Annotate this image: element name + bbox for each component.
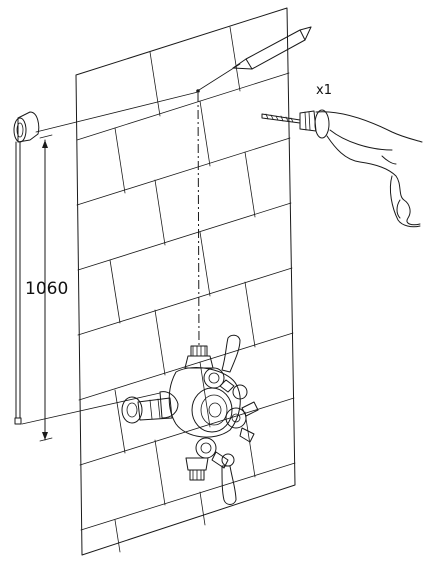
valve-top-outlet [184,345,214,369]
valve-left-inlet [121,391,179,424]
pencil-icon [196,26,312,93]
drill-icon [261,109,423,228]
top-lever-handle [219,334,248,400]
quantity-label: x1 [316,83,332,98]
bottom-lever-handle [211,451,237,505]
thermostatic-dial [191,387,233,433]
valve-bottom-outlet [185,457,209,481]
shower-valve [121,334,259,505]
rail-bracket-top [17,111,40,143]
centre-line [197,92,200,347]
rail-bracket-bottom [14,417,22,425]
dimension-1060 [39,134,53,442]
wall-outline [75,7,296,556]
tile-grout-lines [76,26,296,553]
side-control-knob [225,401,259,443]
riser-rail [13,91,199,425]
tiled-wall [75,7,296,556]
dimension-label: 1060 [25,279,68,299]
